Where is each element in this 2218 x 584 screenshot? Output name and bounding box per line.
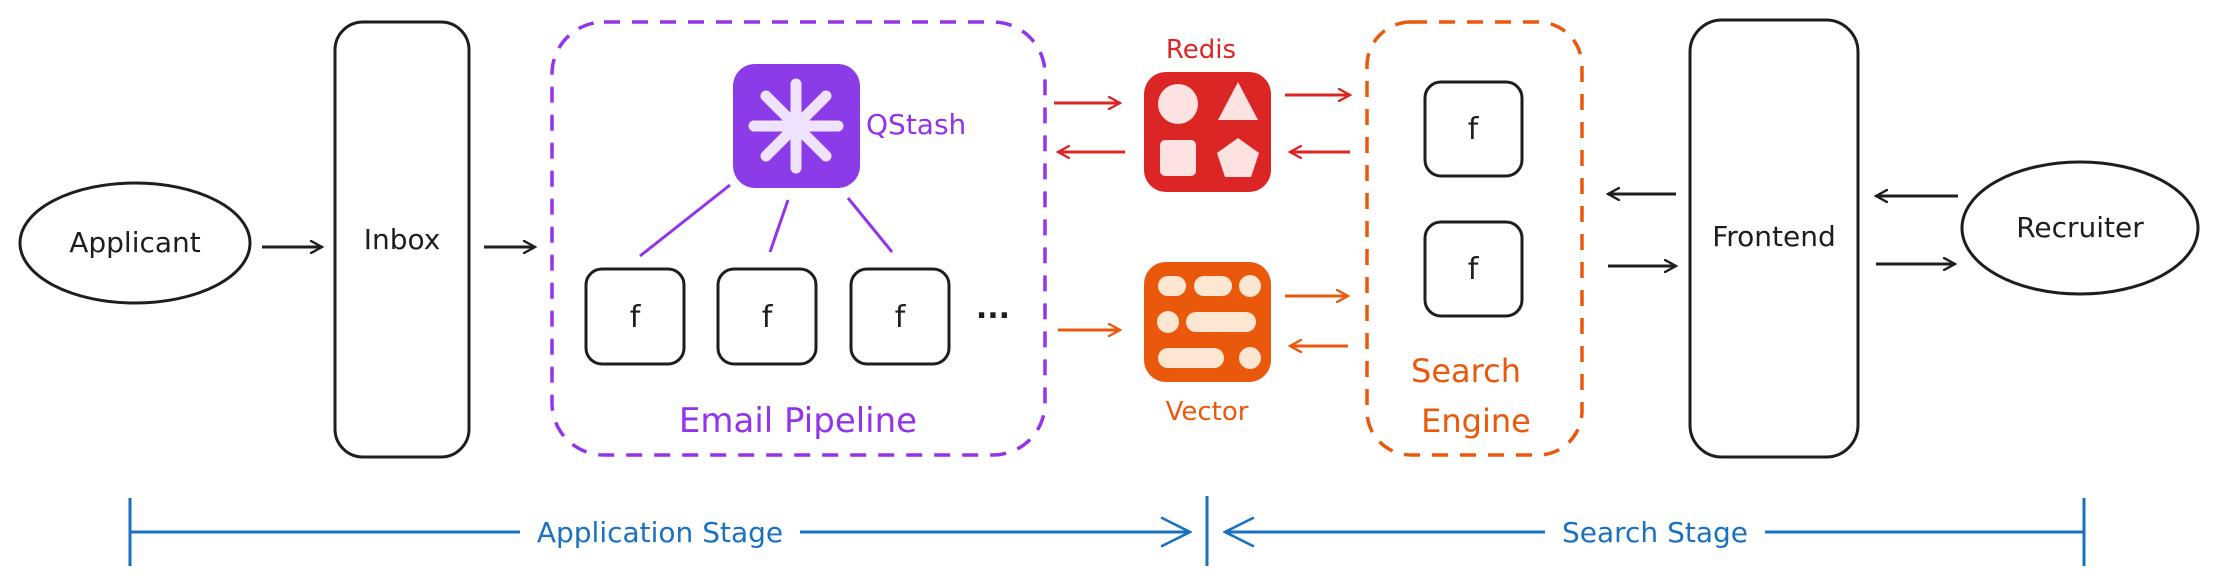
qstash-connector-2 [768,199,790,253]
search-engine-label-line1: Search [1411,352,1521,390]
redis-label: Redis [1166,35,1236,65]
function-label: f [1468,252,1480,287]
search-engine-group: f f Search Engine [1365,20,1584,457]
function-label: f [762,300,774,335]
ellipsis-label: ... [976,291,1010,326]
vector-label: Vector [1166,397,1249,427]
search-function-1: f [1423,80,1524,178]
vector-icon [1144,262,1271,382]
inbox-node: Inbox [333,20,471,459]
function-label: f [630,300,642,335]
pipeline-function-3: f [849,267,951,366]
pipeline-function-2: f [716,267,818,366]
recruiter-label: Recruiter [2016,211,2144,244]
function-label: f [1468,112,1480,147]
search-function-2: f [1423,220,1524,318]
email-pipeline-group: Email Pipeline QStash f f f [550,20,1047,457]
qstash-label: QStash [866,108,966,141]
inbox-label: Inbox [364,223,441,256]
search-stage-label: Search Stage [1562,516,1748,549]
applicant-label: Applicant [69,226,201,259]
recruiter-node: Recruiter [1960,160,2200,296]
qstash-icon [733,64,860,188]
stage-timeline: Application Stage Search Stage [128,496,2086,566]
qstash-connector-1 [639,183,731,258]
email-pipeline-label: Email Pipeline [679,401,917,441]
redis-icon [1144,72,1271,192]
search-engine-label-line2: Engine [1421,402,1531,440]
pipeline-function-1: f [584,267,686,366]
qstash-connector-3 [846,197,894,253]
frontend-label: Frontend [1712,220,1836,253]
function-label: f [895,300,907,335]
application-stage-label: Application Stage [537,516,783,549]
frontend-node: Frontend [1688,18,1860,459]
applicant-node: Applicant [18,181,252,305]
